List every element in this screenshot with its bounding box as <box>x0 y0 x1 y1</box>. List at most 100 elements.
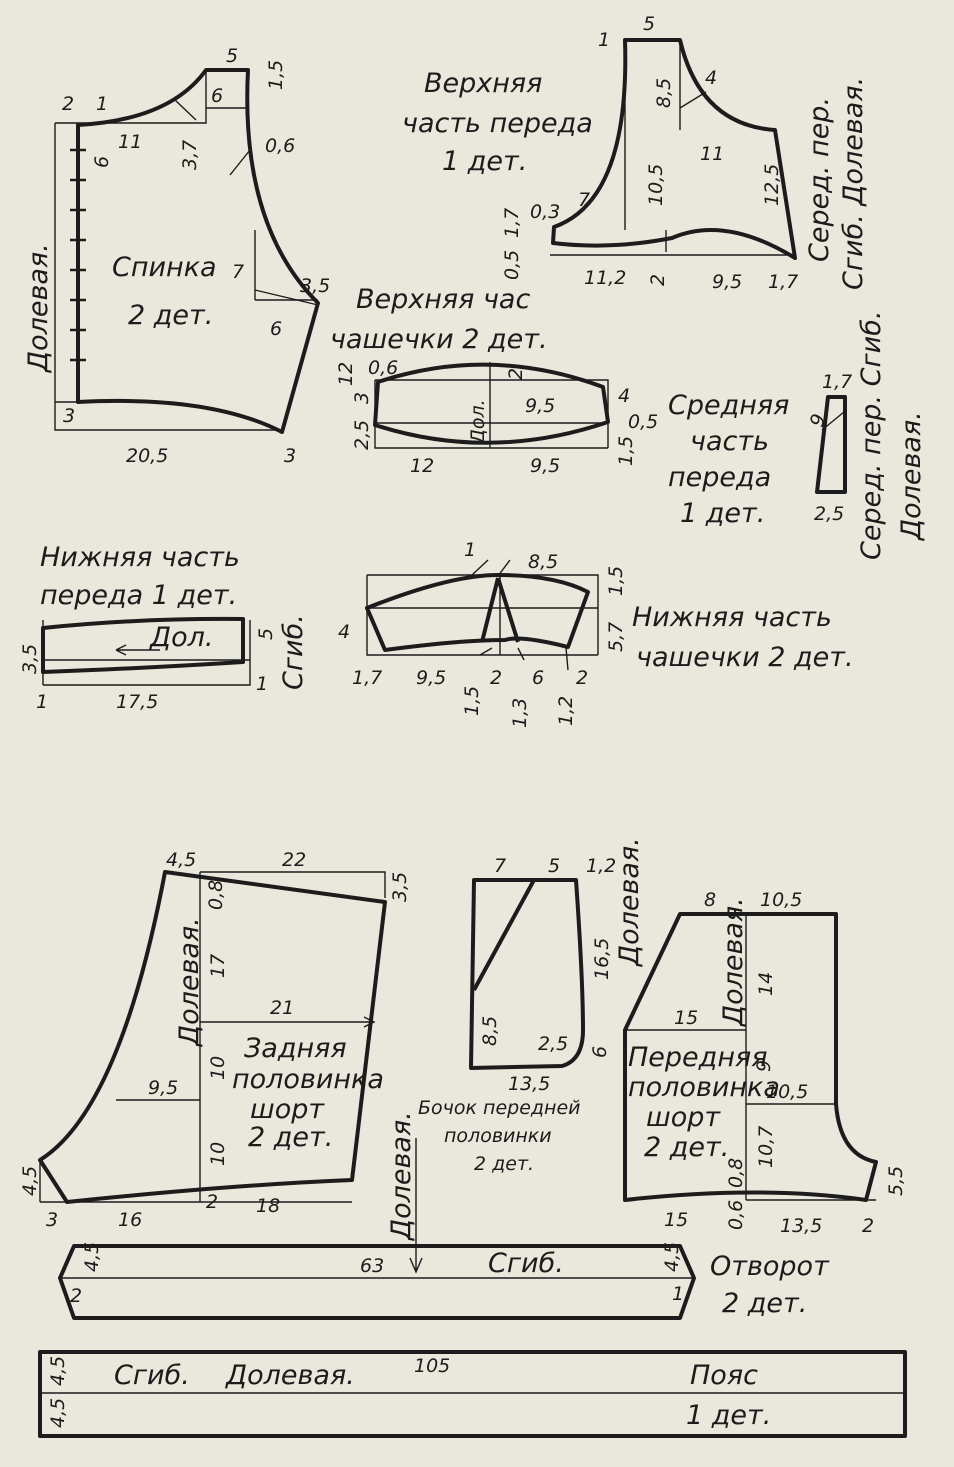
back-dim: 2 <box>62 93 74 115</box>
belt-name: Пояс <box>690 1360 758 1391</box>
upper-cup-dim: 12 <box>410 455 434 477</box>
upper-cup-dim: 9,5 <box>530 455 560 477</box>
piece-back-bodice: Спинка 2 дет. Долевая. 2 1 5 1,5 6 11 3,… <box>23 45 330 467</box>
belt-dim: 4,5 <box>47 1398 69 1428</box>
lower-front-dim: 1 <box>36 691 48 713</box>
upper-front-dim: 7 <box>578 189 590 211</box>
lower-front-count: переда 1 дет. <box>40 580 237 611</box>
back-name: Спинка <box>112 252 217 283</box>
lower-cup-dim: 1,5 <box>461 686 483 716</box>
side-piece-dim: 2,5 <box>538 1033 568 1055</box>
upper-front-dim: 2 <box>647 274 669 286</box>
piece-front-shorts: Передняя половинка шорт 2 дет. Долевая. … <box>623 889 907 1237</box>
cuff-dim: 4,5 <box>81 1242 103 1272</box>
cuff-dim: 63 <box>360 1255 384 1277</box>
cuff-grain: Долевая. <box>386 1111 417 1241</box>
upper-cup-dim: 4 <box>618 385 630 407</box>
side-piece-count: 2 дет. <box>474 1153 534 1175</box>
front-shorts-dim: 0,6 <box>725 1200 747 1230</box>
piece-upper-cup: Верхняя час чашечки 2 дет. Дол. 12 0,6 3… <box>330 284 658 477</box>
back-dim: 5 <box>226 45 238 67</box>
middle-front-side: Серед. пер. Сгиб. <box>856 311 887 560</box>
lower-cup-dim: 1 <box>464 539 476 561</box>
back-shorts-name: шорт <box>250 1094 325 1125</box>
upper-cup-name: Верхняя час <box>356 284 530 315</box>
back-shorts-dim: 18 <box>256 1195 280 1217</box>
back-shorts-dim: 21 <box>270 997 294 1019</box>
back-dim: 11 <box>118 131 142 153</box>
side-piece-grain: Долевая. <box>614 837 645 967</box>
upper-cup-dim: 3 <box>351 392 373 404</box>
cuff-dim: 1 <box>672 1283 684 1305</box>
lower-front-dim: 5 <box>255 628 277 640</box>
front-shorts-dim: 2 <box>862 1215 874 1237</box>
cuff-count: 2 дет. <box>722 1288 807 1319</box>
upper-front-name: Верхняя <box>424 68 542 99</box>
upper-front-dim: 11 <box>700 143 724 165</box>
front-shorts-dim: 5,5 <box>885 1166 907 1196</box>
lower-cup-dim: 8,5 <box>528 551 558 573</box>
back-shorts-dim: 0,8 <box>205 880 227 910</box>
back-count: 2 дет. <box>128 300 213 331</box>
upper-cup-dim: 9,5 <box>525 395 555 417</box>
back-shorts-dim: 9,5 <box>148 1077 178 1099</box>
middle-front-dim: 1,7 <box>822 371 852 393</box>
front-shorts-grain: Долевая. <box>718 897 749 1027</box>
lower-cup-dim: 5,7 <box>605 622 627 652</box>
back-dim: 6 <box>211 85 223 107</box>
upper-cup-count: чашечки 2 дет. <box>330 324 548 355</box>
upper-front-dim: 1,7 <box>501 208 523 238</box>
belt-fold: Сгиб. <box>114 1360 190 1391</box>
upper-cup-dim: 0,6 <box>368 357 398 379</box>
cuff-fold: Сгиб. <box>488 1248 564 1279</box>
front-shorts-dim: 14 <box>755 972 777 996</box>
side-piece-dim: 6 <box>589 1046 611 1058</box>
back-shorts-name: Задняя <box>244 1033 347 1064</box>
middle-front-side: Долевая. <box>896 411 927 541</box>
side-piece-name: Бочок передней <box>418 1097 580 1119</box>
lower-cup-count: чашечки 2 дет. <box>636 642 854 673</box>
back-dim: 7 <box>232 261 244 283</box>
upper-front-dim: 0,3 <box>530 201 560 223</box>
lower-cup-name: Нижняя часть <box>632 602 832 633</box>
belt-dim: 4,5 <box>47 1356 69 1386</box>
lower-cup-dim: 2 <box>576 667 588 689</box>
upper-front-dim: 12,5 <box>761 164 783 206</box>
upper-front-dim: 5 <box>643 13 655 35</box>
lower-front-fold: Сгиб. <box>278 614 309 690</box>
front-shorts-name: шорт <box>646 1102 721 1133</box>
front-shorts-dim: 10,5 <box>766 1081 808 1103</box>
upper-cup-dim: 2,5 <box>351 420 373 450</box>
back-shorts-dim: 3 <box>46 1209 58 1231</box>
piece-upper-front: Верхняя часть переда 1 дет. Серед. пер. … <box>402 13 869 293</box>
side-piece-dim: 16,5 <box>591 938 613 980</box>
upper-front-dim: 1,7 <box>768 271 798 293</box>
back-dim: 6 <box>91 156 113 168</box>
upper-cup-grain: Дол. <box>467 399 489 445</box>
middle-front-name: Средняя <box>668 390 789 421</box>
upper-front-name: часть переда <box>402 108 593 139</box>
front-shorts-dim: 10,7 <box>755 1126 777 1168</box>
middle-front-name: переда <box>668 462 771 493</box>
back-dim: 3,5 <box>300 275 330 297</box>
piece-lower-cup: Нижняя часть чашечки 2 дет. 1 8,5 1,5 4 … <box>338 539 854 728</box>
back-shorts-dim: 2 <box>206 1191 218 1213</box>
cuff-dim: 2 <box>70 1285 82 1307</box>
lower-cup-dim: 9,5 <box>416 667 446 689</box>
upper-front-dim: 1 <box>598 29 610 51</box>
back-shorts-count: 2 дет. <box>248 1122 333 1153</box>
upper-front-count: 1 дет. <box>442 146 527 177</box>
upper-cup-dim: 0,5 <box>628 411 658 433</box>
side-piece-dim: 8,5 <box>479 1016 501 1046</box>
lower-cup-dim: 6 <box>532 667 544 689</box>
front-shorts-dim: 8 <box>704 889 716 911</box>
lower-front-dim: 17,5 <box>116 691 158 713</box>
upper-front-side: Сгиб. Долевая. <box>838 77 869 290</box>
lower-front-grain: Дол. <box>149 622 213 653</box>
back-shorts-dim: 10 <box>207 1142 229 1166</box>
side-piece-dim: 1,2 <box>586 855 616 877</box>
back-dim: 3 <box>284 445 296 467</box>
back-dim: 1 <box>96 93 108 115</box>
back-dim: 3 <box>63 405 75 427</box>
